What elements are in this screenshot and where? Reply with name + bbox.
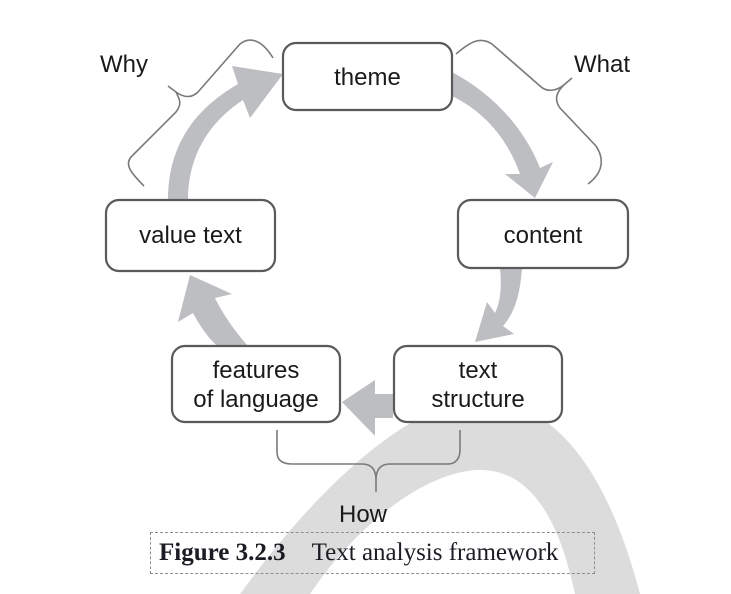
node-features-line2: of language [193,386,318,413]
node-text-structure-line1: text [459,357,498,384]
node-value-text-label: value text [139,222,242,249]
figure-title: Text analysis framework [311,539,559,566]
node-theme-label: theme [334,64,401,91]
arrow-value-text-to-theme [168,66,283,200]
watermark-arc [240,400,640,594]
arrow-text-structure-to-features [342,380,393,436]
arrow-content-to-text-structure [475,268,522,342]
node-text-structure-line2: structure [431,386,524,413]
cycle-arrows [168,66,553,436]
figure-number: Figure 3.2.3 [159,539,286,566]
figure-caption: Figure 3.2.3 Text analysis framework [150,532,595,574]
node-features-line1: features [213,357,300,384]
node-value-text: value text [104,198,277,273]
what-bracket [455,39,603,185]
node-theme: theme [281,41,454,112]
brackets [127,39,603,492]
how-label: How [339,501,388,528]
node-text-structure: text structure [392,344,564,424]
node-content-label: content [504,222,583,249]
arrow-theme-to-content [452,72,553,198]
node-content: content [456,198,630,270]
how-bracket [276,430,461,492]
arrow-features-to-value-text [178,275,248,352]
node-features-of-language: features of language [170,344,342,424]
what-label: What [574,51,630,78]
why-label: Why [100,51,148,78]
why-bracket [127,39,274,187]
